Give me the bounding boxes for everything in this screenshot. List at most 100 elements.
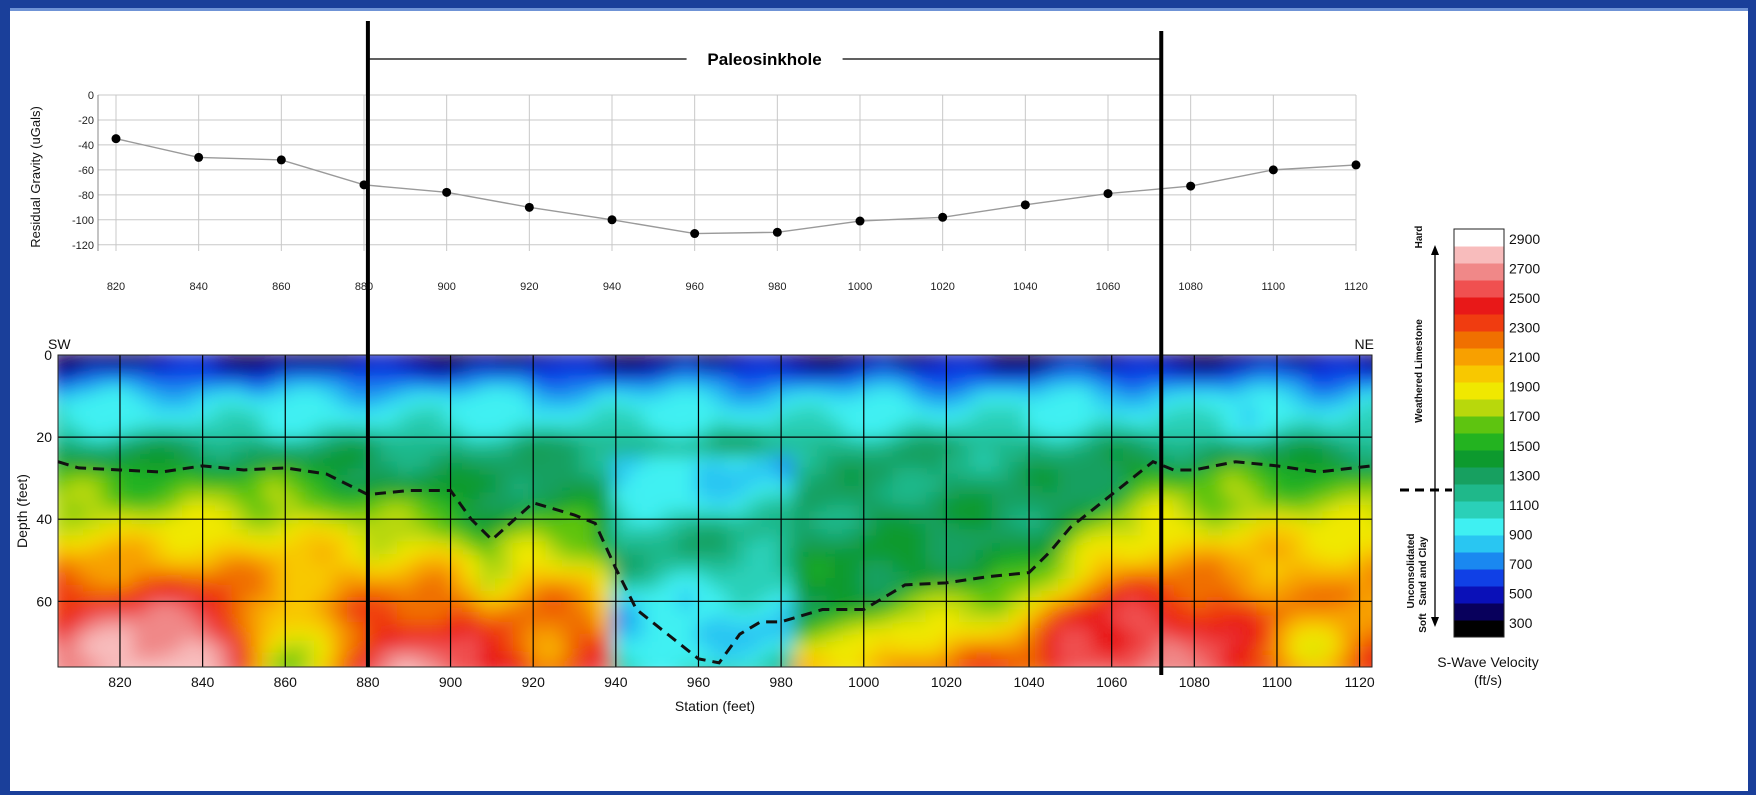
velocity-cell (479, 418, 497, 426)
velocity-cell (1289, 541, 1307, 549)
velocity-cell (1173, 535, 1192, 543)
velocity-cell (628, 443, 646, 451)
velocity-cell (1372, 437, 1390, 444)
velocity-cell (1124, 394, 1142, 402)
velocity-cell (925, 375, 944, 383)
velocity-cell (694, 412, 712, 420)
velocity-field (58, 355, 1390, 678)
velocity-cell (727, 572, 745, 580)
velocity-cell (115, 554, 134, 562)
colorbar-swatch (1454, 467, 1504, 485)
velocity-cell (892, 603, 911, 611)
velocity-cell (58, 412, 68, 420)
velocity-cell (479, 572, 497, 580)
velocity-cell (810, 375, 828, 383)
velocity-cell (958, 504, 977, 512)
velocity-cell (1223, 387, 1241, 395)
colorbar-frame (1453, 228, 1505, 638)
velocity-cell (1322, 517, 1340, 525)
velocity-cell (1008, 369, 1026, 377)
velocity-cell (1157, 455, 1175, 463)
gravity-y-tick-label: -60 (78, 165, 94, 177)
velocity-cell (611, 640, 630, 648)
velocity-cell (1223, 517, 1241, 525)
velocity-cell (743, 461, 762, 469)
velocity-cell (1256, 474, 1274, 482)
velocity-cell (496, 461, 514, 469)
velocity-cell (1091, 658, 1109, 666)
velocity-cell (298, 671, 316, 678)
velocity-cell (215, 572, 233, 580)
velocity-cell (413, 492, 431, 500)
section-x-tick-label: 980 (769, 674, 793, 690)
velocity-cell (1124, 369, 1142, 377)
velocity-cell (1206, 461, 1225, 469)
velocity-cell (297, 634, 316, 642)
velocity-cell (1322, 363, 1340, 371)
velocity-cell (909, 628, 927, 636)
velocity-cell (413, 443, 431, 451)
colorbar-tick-label: 1100 (1509, 497, 1539, 513)
velocity-cell (760, 621, 778, 629)
velocity-cell (1107, 572, 1126, 580)
velocity-cell (727, 474, 745, 482)
velocity-cell (181, 591, 200, 599)
velocity-cell (1173, 424, 1192, 432)
velocity-cell (1372, 406, 1390, 413)
velocity-cell (628, 566, 646, 574)
velocity-cell (198, 486, 217, 494)
velocity-cell (876, 455, 894, 463)
velocity-cell (1305, 511, 1324, 519)
velocity-cell (760, 628, 778, 636)
velocity-cell (843, 560, 861, 568)
velocity-cell (132, 621, 150, 629)
colorbar-tick-label: 2700 (1509, 261, 1540, 277)
velocity-cell (1190, 652, 1208, 660)
velocity-cell (876, 609, 894, 617)
velocity-cell (1173, 400, 1192, 408)
velocity-cell (694, 467, 712, 476)
velocity-cell (1024, 424, 1043, 432)
velocity-cell (496, 578, 514, 586)
velocity-cell (991, 474, 1010, 482)
velocity-cell (942, 474, 960, 482)
velocity-cell (958, 621, 977, 629)
velocity-cell (578, 646, 597, 654)
velocity-cell (1355, 615, 1372, 623)
velocity-cell (330, 646, 349, 654)
velocity-cell (462, 357, 481, 365)
velocity-cell (1008, 504, 1026, 512)
velocity-cell (975, 517, 993, 525)
velocity-cell (529, 560, 547, 568)
velocity-cell (958, 511, 977, 519)
velocity-cell (1206, 646, 1225, 654)
velocity-cell (661, 541, 679, 549)
velocity-cell (446, 523, 464, 531)
velocity-cell (1322, 381, 1340, 389)
velocity-cell (1272, 529, 1291, 537)
velocity-cell (132, 418, 150, 426)
velocity-cell (248, 418, 266, 426)
velocity-cell (1289, 529, 1307, 537)
velocity-cell (248, 652, 266, 660)
velocity-cell (578, 504, 597, 512)
velocity-cell (115, 357, 134, 365)
velocity-cell (859, 566, 878, 574)
velocity-cell (859, 628, 878, 636)
velocity-cell (562, 467, 580, 476)
velocity-cell (1272, 535, 1291, 543)
velocity-cell (462, 591, 481, 599)
velocity-cell (479, 381, 497, 389)
velocity-cell (446, 498, 464, 506)
velocity-cell (1206, 455, 1225, 463)
velocity-cell (264, 554, 283, 562)
velocity-cell (82, 646, 101, 654)
velocity-cell (248, 615, 266, 623)
velocity-cell (462, 406, 481, 414)
velocity-cell (925, 418, 944, 426)
velocity-cell (1289, 535, 1307, 543)
velocity-cell (793, 455, 812, 463)
velocity-cell (661, 412, 679, 420)
velocity-cell (1173, 566, 1192, 574)
velocity-cell (462, 535, 481, 543)
